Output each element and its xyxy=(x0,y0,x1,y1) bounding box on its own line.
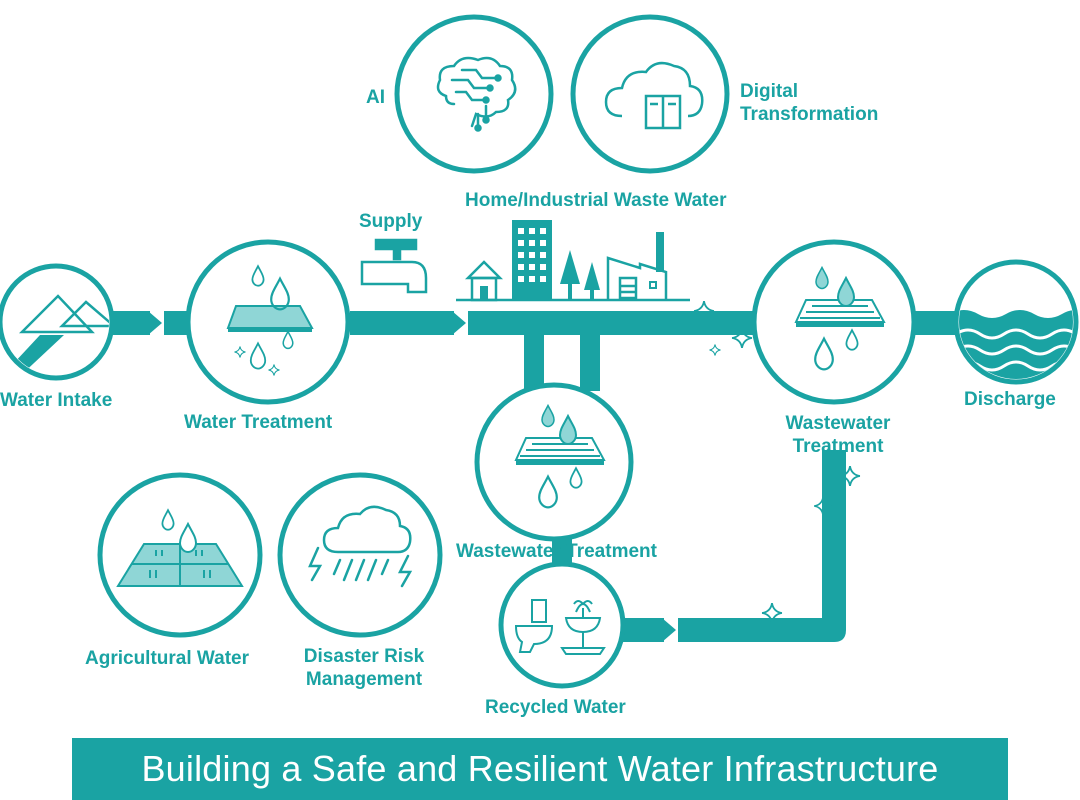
digital-transformation-circle xyxy=(570,14,730,174)
pipe-arrow-3 xyxy=(662,618,676,642)
pipe-main xyxy=(468,311,758,335)
ai-label: AI xyxy=(366,87,385,108)
home-industrial-label: Home/Industrial Waste Water xyxy=(465,190,727,211)
city-buildings-icon xyxy=(456,220,690,302)
digital-transformation-label: Digital Transformation xyxy=(740,80,878,126)
water-intake-circle xyxy=(0,263,115,381)
page-title: Building a Safe and Resilient Water Infr… xyxy=(141,748,939,789)
toilet-fountain-icon xyxy=(514,599,606,655)
wastewater-treatment-right-label-line2: Treatment xyxy=(792,436,884,457)
disaster-risk-label-line2: Management xyxy=(305,669,423,690)
field-droplets-icon xyxy=(116,509,244,587)
brain-circuit-icon xyxy=(436,56,517,132)
wastewater-treatment-center-label: Wastewater Treatment xyxy=(456,541,657,562)
pipes xyxy=(100,311,962,642)
waves-icon xyxy=(959,310,1073,379)
recycled-water-label: Recycled Water xyxy=(485,697,626,718)
discharge-label: Discharge xyxy=(964,389,1056,410)
cloud-server-icon xyxy=(604,61,704,130)
pipe-recycled-out xyxy=(620,618,664,642)
water-intake-label: Water Intake xyxy=(0,390,113,411)
disaster-risk-label: Disaster Risk Management xyxy=(290,645,438,691)
agricultural-water-label: Agricultural Water xyxy=(85,648,249,669)
pipe-down-right xyxy=(580,333,600,391)
ai-circle xyxy=(394,14,554,174)
grate-droplets-icon xyxy=(794,266,886,371)
pipe-arrow-2 xyxy=(452,311,466,335)
water-treatment-label: Water Treatment xyxy=(184,412,333,433)
storm-cloud-icon xyxy=(308,505,413,588)
supply-label: Supply xyxy=(359,211,423,232)
wastewater-treatment-right-label: Wastewater Treatment xyxy=(758,412,918,458)
digital-transformation-label-line2: Transformation xyxy=(740,104,879,125)
title-banner: Building a Safe and Resilient Water Infr… xyxy=(72,738,1008,800)
recycled-water-circle xyxy=(498,561,626,689)
digital-transformation-label-line1: Digital xyxy=(740,81,799,102)
faucet-icon xyxy=(360,238,428,294)
pipe-treatment-supply xyxy=(350,311,454,335)
grate-droplets-icon xyxy=(514,404,606,509)
wastewater-treatment-right-label-line1: Wastewater xyxy=(785,413,891,434)
filter-droplets-icon xyxy=(226,265,314,376)
pipe-return xyxy=(678,450,846,642)
disaster-risk-circle xyxy=(277,472,443,638)
pipe-arrow-1 xyxy=(148,311,162,335)
disaster-risk-label-line1: Disaster Risk xyxy=(303,646,425,667)
pipe-down-left xyxy=(524,333,544,391)
